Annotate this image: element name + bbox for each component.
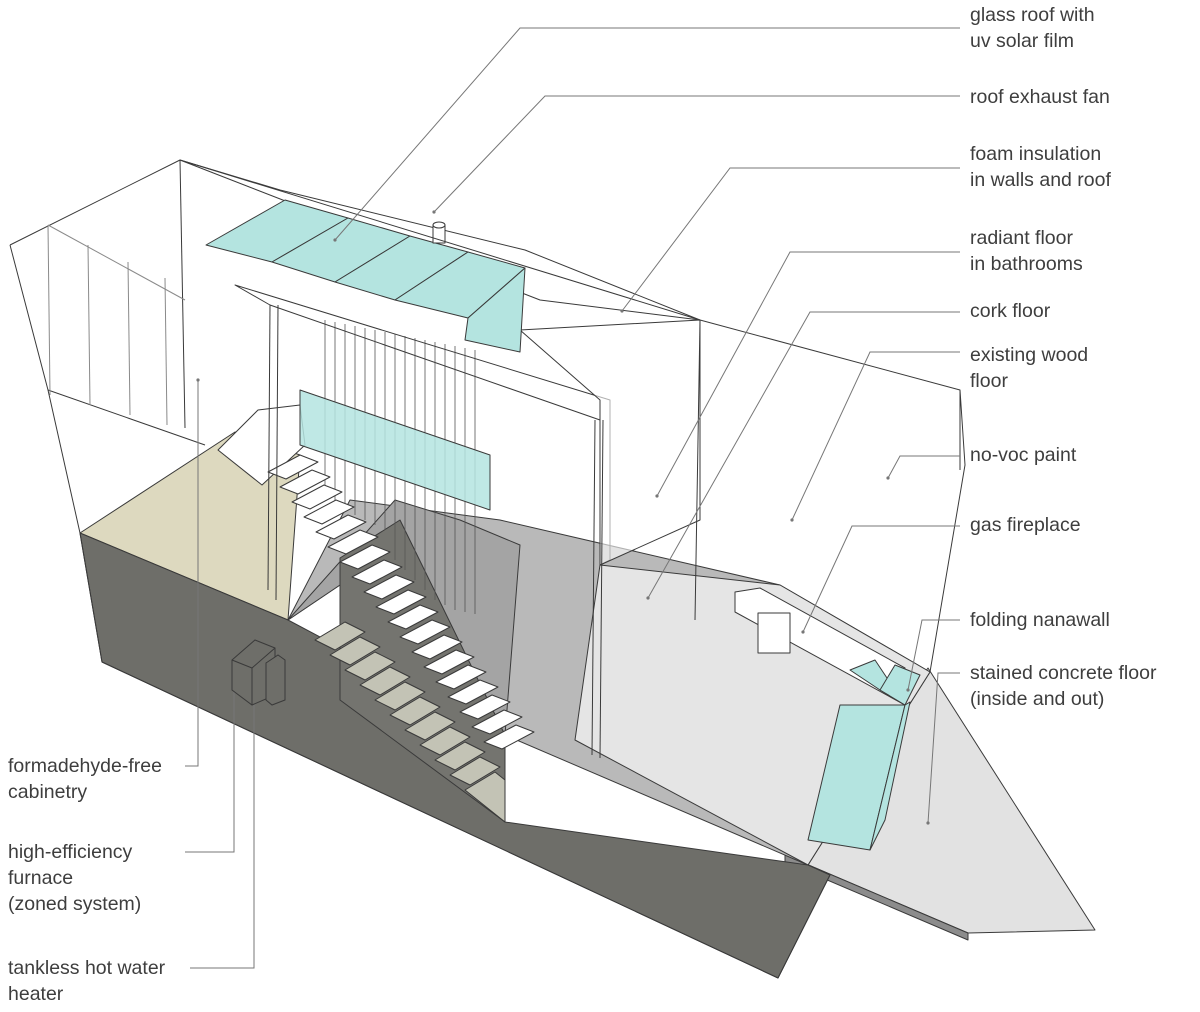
water-heater-unit (265, 654, 286, 706)
callout-text-line: gas fireplace (970, 514, 1081, 536)
callout-text-line: foam insulation (970, 143, 1102, 165)
building-wireframe (9, 159, 966, 979)
mechanical-units (231, 639, 286, 706)
callout-text-line: uv solar film (970, 30, 1075, 52)
callout-text-line: (inside and out) (970, 688, 1105, 710)
callout-text-line: floor (970, 370, 1008, 392)
column-right (591, 419, 596, 756)
callout-text-line: radiant floor (970, 227, 1073, 249)
callout-text-line: high-efficiency (8, 841, 133, 863)
callout-text-line: in walls and roof (970, 169, 1111, 191)
glass-roof-panels (205, 199, 526, 353)
callout-folding-nanawall: folding nanawall (970, 607, 1110, 633)
callout-existing-wood-floor: existing wood floor (970, 342, 1088, 394)
callout-text-line: tankless hot water (8, 957, 166, 979)
floating-stair (267, 454, 535, 750)
callout-gas-fireplace: gas fireplace (970, 512, 1081, 538)
callout-text-line: folding nanawall (970, 609, 1110, 631)
callout-text-line: in bathrooms (970, 253, 1083, 275)
slab-edge (784, 854, 969, 941)
callout-water-heater: tankless hot water heater (8, 955, 165, 1007)
callout-furnace: high-efficiency furnace (zoned system) (8, 839, 141, 917)
callout-text-line: cabinetry (8, 781, 88, 803)
cabinetry-wall (47, 224, 186, 426)
folding-nanawall-panels (807, 659, 921, 851)
callout-text-line: formadehyde-free (8, 755, 162, 777)
callout-radiant-floor: radiant floor in bathrooms (970, 225, 1083, 277)
callout-text-line: (zoned system) (8, 893, 142, 915)
column-right-inner (599, 419, 604, 759)
callout-text-line: no-voc paint (970, 444, 1077, 466)
callout-stained-concrete-floor: stained concrete floor (inside and out) (970, 660, 1156, 712)
interior-glass-panel (299, 389, 491, 511)
callout-text-line: furnace (8, 867, 74, 889)
callout-no-voc-paint: no-voc paint (970, 442, 1076, 468)
callout-text-line: roof exhaust fan (970, 86, 1110, 108)
fireplace-opening (757, 612, 791, 654)
lower-stair (314, 621, 506, 823)
callout-text-line: existing wood (970, 344, 1089, 366)
column-left (267, 304, 271, 591)
callout-text-line: cork floor (970, 300, 1051, 322)
callout-foam-insulation: foam insulation in walls and roof (970, 141, 1111, 193)
building-drawing (9, 159, 1096, 979)
callout-text-line: glass roof with (970, 4, 1095, 26)
callout-cabinetry: formadehyde-free cabinetry (8, 753, 162, 805)
callout-text-line: heater (8, 983, 64, 1005)
callout-roof-exhaust-fan: roof exhaust fan (970, 84, 1110, 110)
callout-glass-roof: glass roof with uv solar film (970, 2, 1095, 54)
callout-text-line: stained concrete floor (970, 662, 1157, 684)
core-right-face (519, 319, 701, 566)
callout-cork-floor: cork floor (970, 298, 1050, 324)
column-left-inner (275, 304, 279, 601)
leader-lines (185, 27, 960, 969)
